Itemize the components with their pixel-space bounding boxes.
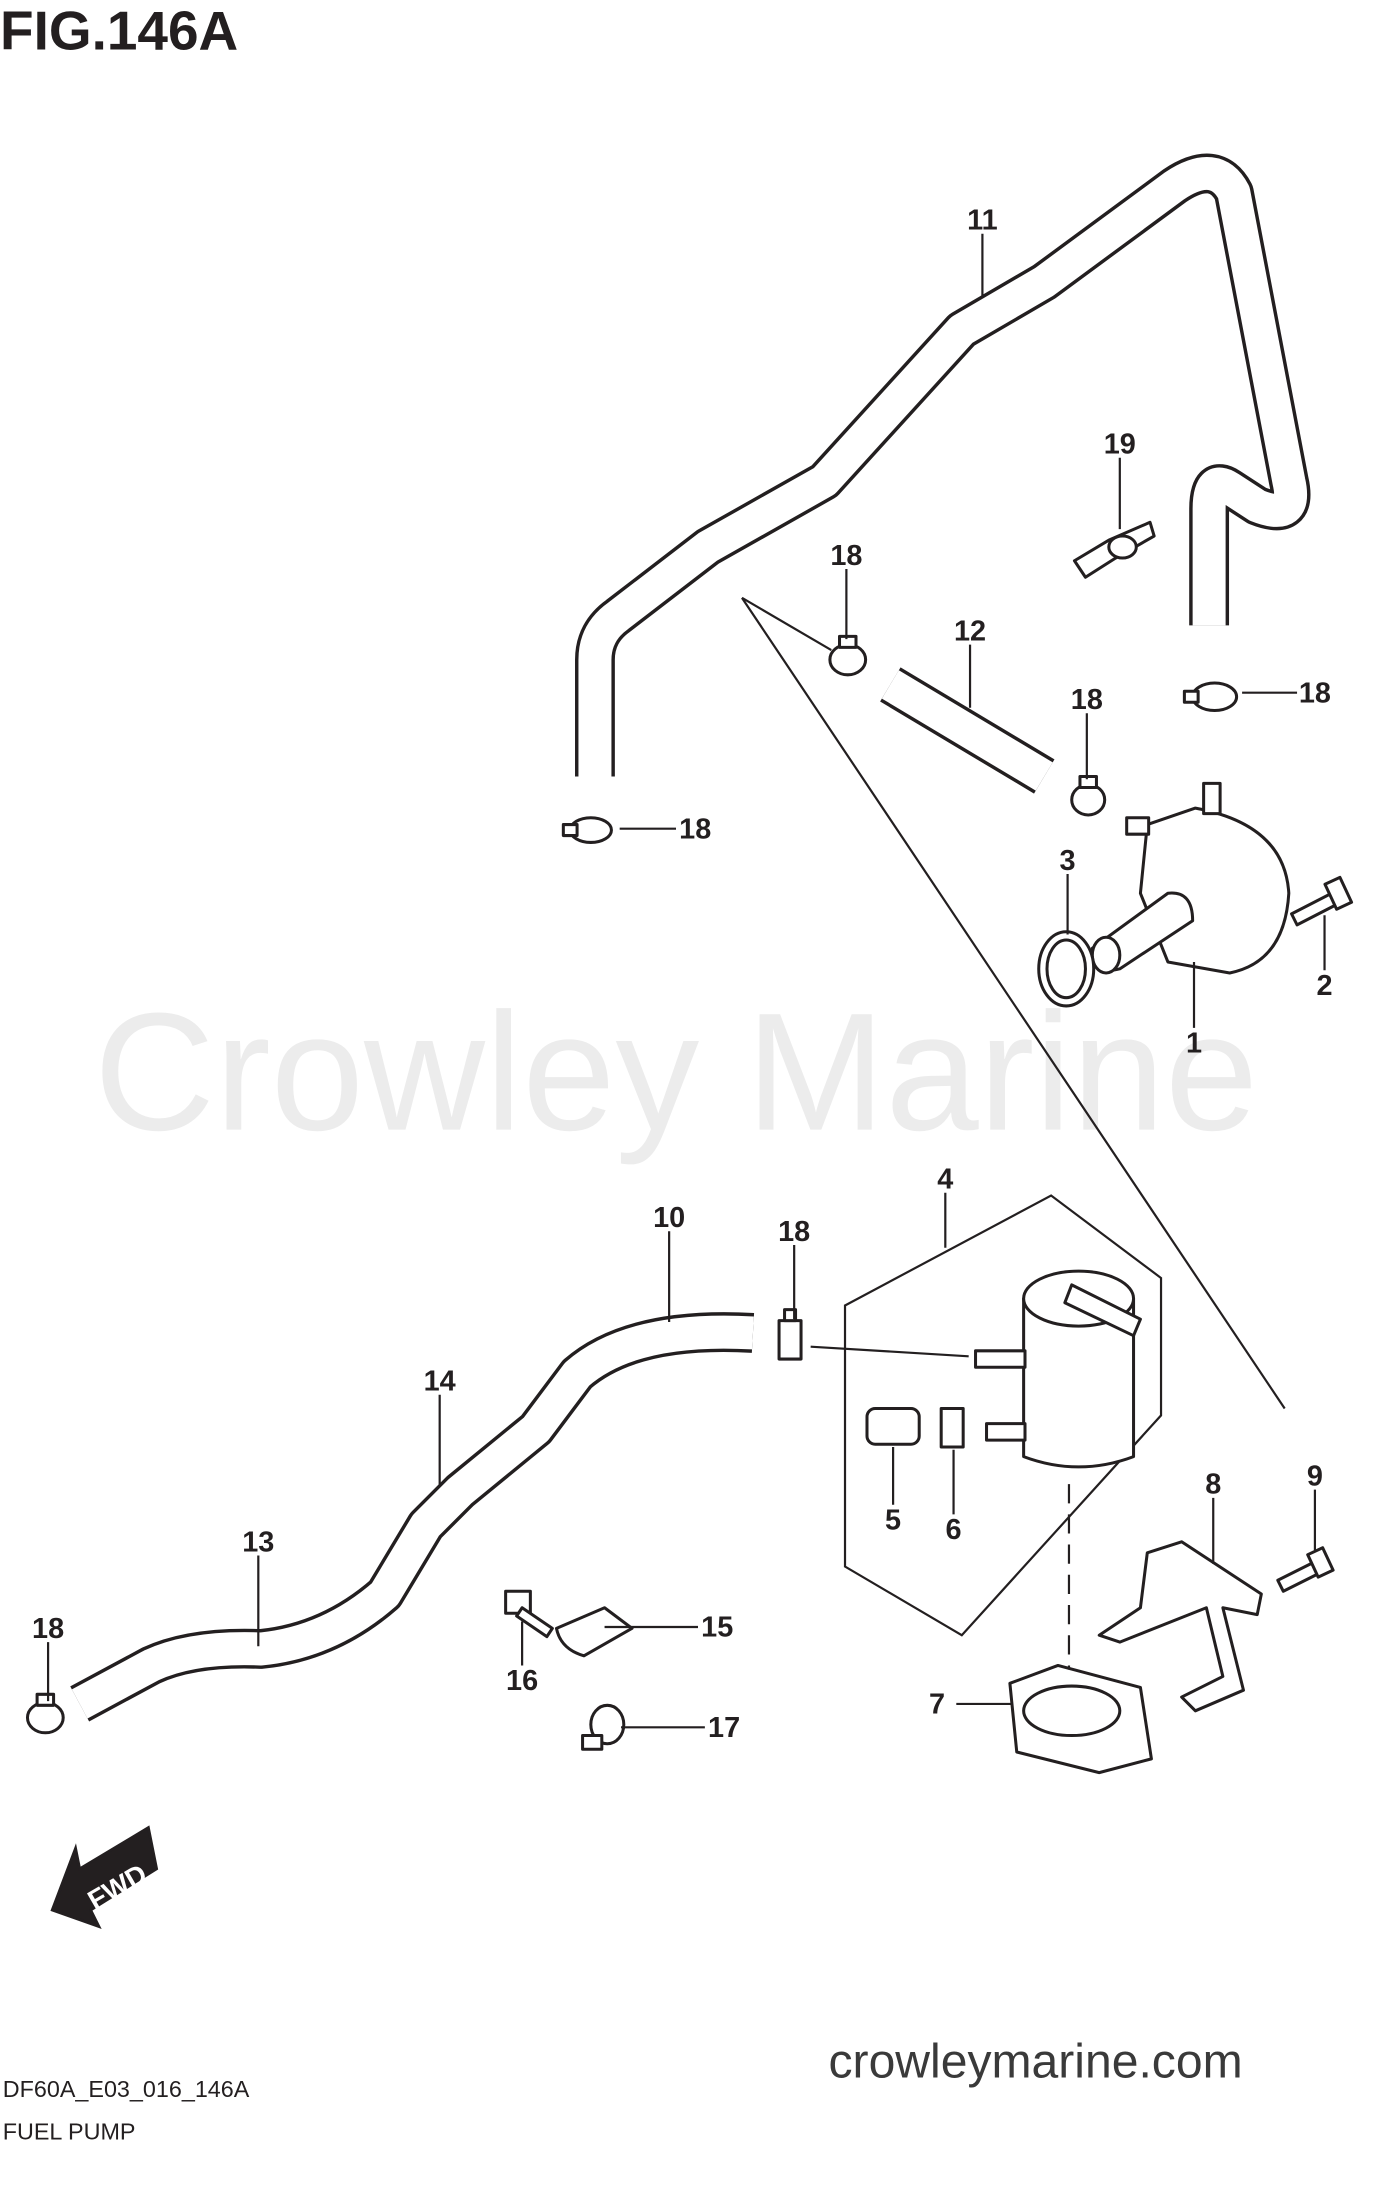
callout-18: 18 bbox=[32, 1613, 64, 1645]
watermark: Crowley Marine bbox=[94, 978, 1258, 1166]
part-10-13-14-hoses bbox=[70, 1312, 755, 1722]
clamp-19 bbox=[1072, 520, 1156, 579]
clamp-18-c bbox=[1070, 774, 1107, 817]
clamp-18-b bbox=[828, 634, 868, 677]
callout-numbers: 11 19 18 12 18 18 18 3 2 1 4 10 18 14 8 … bbox=[32, 205, 1333, 1744]
clamp-icons bbox=[25, 520, 1239, 1751]
section-name: FUEL PUMP bbox=[3, 2118, 136, 2144]
part-4-fuel-filter-assembly bbox=[843, 1194, 1163, 1637]
clamp-18-d bbox=[1182, 681, 1239, 713]
callout-7: 7 bbox=[929, 1689, 945, 1721]
clamp-18-a bbox=[561, 816, 613, 844]
part-1-fuel-pump bbox=[1090, 781, 1291, 975]
figure-title: FIG.146A bbox=[0, 0, 238, 62]
part-3-o-ring bbox=[1037, 930, 1096, 1008]
callout-12: 12 bbox=[954, 615, 986, 647]
part-5-hose bbox=[865, 1407, 921, 1446]
callout-1: 1 bbox=[1186, 1028, 1202, 1060]
callout-2: 2 bbox=[1317, 970, 1333, 1002]
callout-5: 5 bbox=[885, 1504, 901, 1536]
callout-9: 9 bbox=[1307, 1460, 1323, 1492]
website-label: crowleymarine.com bbox=[829, 2035, 1243, 2089]
callout-14: 14 bbox=[424, 1366, 456, 1398]
part-15-clamp-bracket bbox=[554, 1606, 634, 1658]
callout-10: 10 bbox=[653, 1202, 685, 1234]
clamp-17 bbox=[581, 1703, 626, 1751]
drawing-code: DF60A_E03_016_146A bbox=[3, 2076, 250, 2102]
part-12-hose bbox=[880, 667, 1055, 794]
part-7-filter-holder bbox=[1008, 1663, 1153, 1775]
part-6-clip bbox=[939, 1407, 965, 1449]
clamp-18-e bbox=[777, 1308, 803, 1361]
callout-17: 17 bbox=[708, 1712, 740, 1744]
callout-18: 18 bbox=[1299, 677, 1331, 709]
callout-15: 15 bbox=[701, 1612, 733, 1644]
callout-16: 16 bbox=[506, 1665, 538, 1697]
part-8-bracket bbox=[1097, 1540, 1263, 1713]
leader-lines bbox=[46, 233, 1326, 1729]
callout-19: 19 bbox=[1104, 429, 1136, 461]
callout-4: 4 bbox=[937, 1164, 953, 1196]
part-2-bolt bbox=[1290, 875, 1354, 927]
callout-3: 3 bbox=[1060, 845, 1076, 877]
fwd-arrow-icon: FWD bbox=[50, 1825, 159, 1929]
part-11-hose bbox=[575, 153, 1311, 777]
callout-18: 18 bbox=[830, 540, 862, 572]
callout-6: 6 bbox=[946, 1514, 962, 1546]
part-9-bolt bbox=[1276, 1546, 1335, 1593]
callout-8: 8 bbox=[1205, 1469, 1221, 1501]
part-16-bolt bbox=[504, 1589, 554, 1639]
callout-11: 11 bbox=[967, 205, 997, 237]
callout-18: 18 bbox=[778, 1216, 810, 1248]
callout-18: 18 bbox=[1071, 684, 1103, 716]
callout-18: 18 bbox=[679, 813, 711, 845]
callout-13: 13 bbox=[242, 1526, 274, 1558]
clamp-18-f bbox=[25, 1692, 65, 1735]
